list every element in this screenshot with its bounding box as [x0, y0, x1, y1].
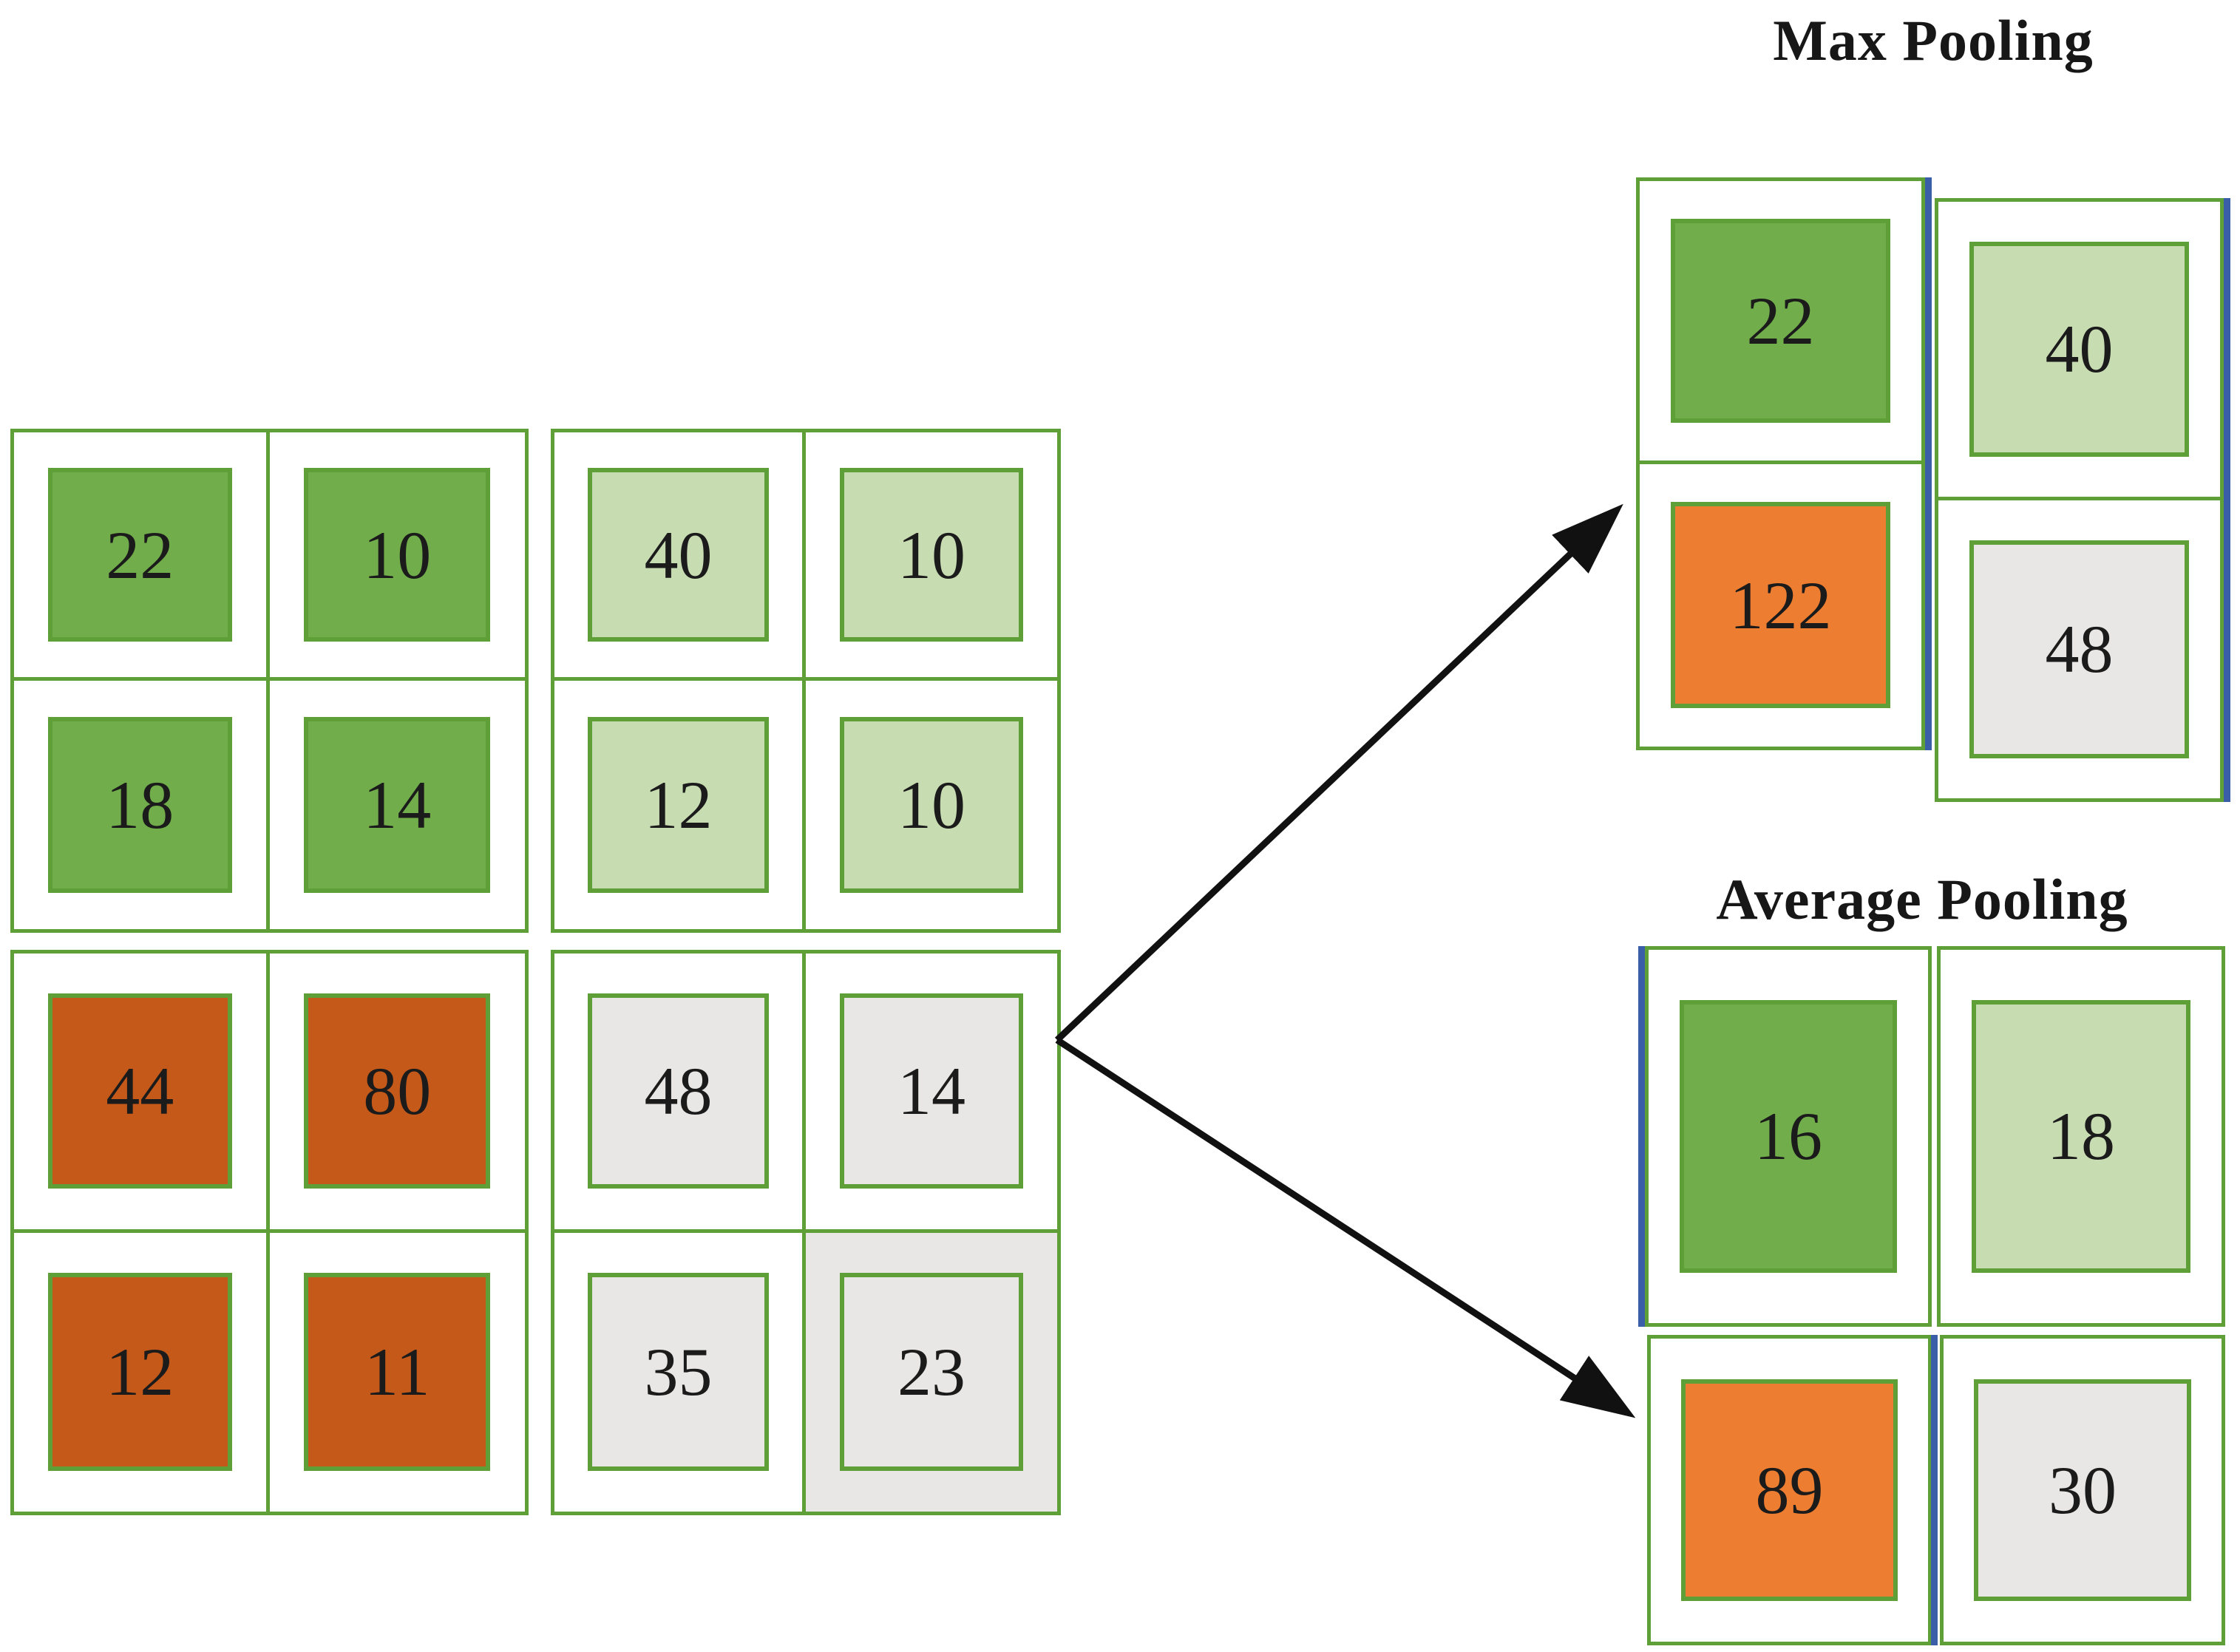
matrix-cell-r3c0-value: 12	[106, 1334, 174, 1410]
average-pooling-cell-r1c0-value: 89	[1755, 1452, 1824, 1528]
matrix-cell-r3c3-value-box: 23	[839, 1273, 1024, 1472]
arrow-to-max-pooling	[1054, 503, 1623, 1043]
matrix-cell-r0c1: 10	[269, 432, 525, 681]
matrix-cell-r1c0: 18	[14, 681, 270, 929]
max-pooling-right-blue-edge	[2224, 198, 2230, 802]
max-pooling-blue-divider	[1925, 177, 1932, 750]
matrix-cell-r1c0-value: 18	[106, 766, 174, 843]
matrix-cell-r1c1-value-box: 14	[304, 716, 491, 894]
matrix-cell-r0c0-value-box: 22	[47, 468, 232, 642]
matrix-cell-r2c2: 48	[554, 954, 806, 1233]
matrix-quadrant-bottom-left: 44 80 12 11	[10, 950, 529, 1515]
average-pooling-box-bottom-right: 30	[1940, 1335, 2225, 1645]
matrix-cell-r3c1-value: 11	[364, 1334, 430, 1410]
max-pooling-cell-r1c0-value: 122	[1729, 567, 1832, 643]
matrix-cell-r1c3: 10	[806, 681, 1057, 929]
matrix-cell-r3c2-value-box: 35	[588, 1273, 769, 1472]
matrix-cell-r0c1-value-box: 10	[304, 468, 491, 642]
matrix-cell-r0c2: 40	[554, 432, 806, 681]
max-pooling-right-column: 40 48	[1935, 198, 2224, 802]
matrix-cell-r1c2-value: 12	[644, 766, 713, 843]
max-pooling-cell-r1c1-value-box: 48	[1969, 540, 2190, 758]
max-pooling-cell-r1c0: 122	[1640, 464, 1921, 747]
average-pooling-cell-r1c0-value-box: 89	[1681, 1379, 1898, 1601]
matrix-cell-r3c1-value-box: 11	[304, 1273, 491, 1472]
matrix-quadrant-bottom-right: 48 14 35 23	[551, 950, 1061, 1515]
average-pooling-cell-r0c1-value: 18	[2046, 1098, 2115, 1175]
matrix-cell-r2c0: 44	[14, 954, 270, 1233]
max-pooling-cell-r1c0-value-box: 122	[1670, 502, 1891, 709]
average-pooling-left-blue-edge	[1638, 946, 1645, 1327]
matrix-cell-r0c0-value: 22	[106, 517, 174, 593]
average-pooling-cell-r0c0-value: 16	[1754, 1098, 1822, 1175]
matrix-cell-r2c1: 80	[269, 954, 525, 1233]
average-pooling-cell-r0c0-value-box: 16	[1679, 1000, 1898, 1273]
matrix-cell-r3c0-value-box: 12	[47, 1273, 232, 1472]
max-pooling-cell-r1c1: 48	[1938, 500, 2220, 799]
max-pooling-left-column: 22 122	[1636, 177, 1925, 750]
matrix-quadrant-top-left: 22 10 18 14	[10, 429, 529, 933]
matrix-cell-r3c0: 12	[14, 1232, 270, 1512]
matrix-cell-r0c3-value-box: 10	[839, 468, 1024, 642]
matrix-cell-r2c0-value: 44	[106, 1053, 174, 1129]
max-pooling-cell-r1c1-value: 48	[2045, 611, 2114, 687]
average-pooling-box-bottom-left: 89	[1647, 1335, 1932, 1645]
max-pooling-cell-r0c0-value: 22	[1746, 282, 1815, 358]
matrix-cell-r0c2-value-box: 40	[588, 468, 769, 642]
matrix-cell-r3c3: 23	[806, 1232, 1057, 1512]
matrix-cell-r2c3: 14	[806, 954, 1057, 1233]
max-pooling-cell-r0c0-value-box: 22	[1670, 218, 1891, 423]
average-pooling-box-top-right: 18	[1937, 946, 2225, 1327]
matrix-cell-r1c0-value-box: 18	[47, 716, 232, 894]
matrix-cell-r2c1-value-box: 80	[304, 993, 491, 1189]
matrix-cell-r3c3-value: 23	[897, 1334, 965, 1410]
max-pooling-cell-r0c0: 22	[1640, 181, 1921, 464]
matrix-cell-r1c2: 12	[554, 681, 806, 929]
matrix-cell-r1c1-value: 14	[363, 766, 432, 843]
average-pooling-cell-r1c1-value-box: 30	[1974, 1379, 2191, 1601]
max-pooling-title: Max Pooling	[1773, 8, 2094, 72]
arrow-to-average-pooling	[1055, 1037, 1636, 1418]
matrix-cell-r1c1: 14	[270, 681, 526, 929]
matrix-cell-r2c0-value-box: 44	[47, 993, 232, 1189]
matrix-cell-r0c0: 22	[14, 432, 270, 681]
average-pooling-title: Average Pooling	[1716, 867, 2128, 931]
matrix-cell-r1c3-value: 10	[897, 766, 965, 843]
max-pooling-cell-r0c1-value: 40	[2045, 311, 2114, 387]
matrix-cell-r0c2-value: 40	[644, 517, 713, 593]
matrix-cell-r2c3-value: 14	[897, 1053, 965, 1129]
average-pooling-bottom-blue-divider	[1931, 1335, 1938, 1645]
max-pooling-cell-r0c1: 40	[1938, 202, 2220, 500]
average-pooling-cell-r1c1-value: 30	[2048, 1452, 2117, 1528]
matrix-cell-r2c2-value: 48	[644, 1053, 713, 1129]
matrix-cell-r3c2-value: 35	[644, 1334, 713, 1410]
matrix-cell-r1c3-value-box: 10	[839, 716, 1024, 894]
matrix-cell-r2c3-value-box: 14	[839, 993, 1024, 1189]
matrix-cell-r1c2-value-box: 12	[588, 716, 769, 894]
matrix-quadrant-top-right: 40 10 12 10	[551, 429, 1061, 933]
matrix-cell-r2c2-value-box: 48	[588, 993, 769, 1189]
matrix-cell-r0c3: 10	[806, 432, 1057, 681]
matrix-cell-r0c1-value: 10	[363, 517, 432, 593]
matrix-cell-r2c1-value: 80	[363, 1053, 432, 1129]
max-pooling-cell-r0c1-value-box: 40	[1969, 241, 2190, 457]
matrix-cell-r3c1: 11	[270, 1233, 526, 1512]
matrix-cell-r3c2: 35	[554, 1232, 806, 1512]
average-pooling-cell-r0c1-value-box: 18	[1971, 1000, 2191, 1273]
matrix-cell-r0c3-value: 10	[897, 517, 965, 593]
average-pooling-box-top-left: 16	[1645, 946, 1932, 1327]
